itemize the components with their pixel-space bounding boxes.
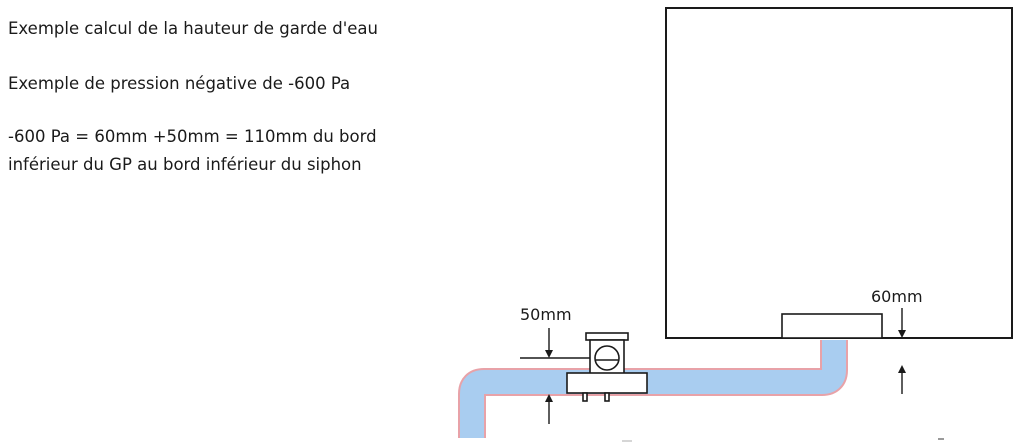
dimension-50mm (520, 328, 590, 424)
calculation-line-2: inférieur du GP au bord inférieur du sip… (8, 155, 362, 174)
label-60mm: 60mm (871, 287, 923, 306)
intro-heading: Exemple calcul de la hauteur de garde d'… (8, 19, 378, 38)
dimension-60mm (898, 308, 906, 394)
pressure-example-text: Exemple de pression négative de -600 Pa (8, 74, 351, 93)
drain-pipe-water (460, 340, 846, 438)
siphon-trap (566, 332, 648, 402)
drain-pan (781, 313, 883, 339)
label-50mm: 50mm (520, 305, 572, 324)
calculation-line-1: -600 Pa = 60mm +50mm = 110mm du bord (8, 127, 377, 146)
unit-housing (665, 7, 1013, 339)
